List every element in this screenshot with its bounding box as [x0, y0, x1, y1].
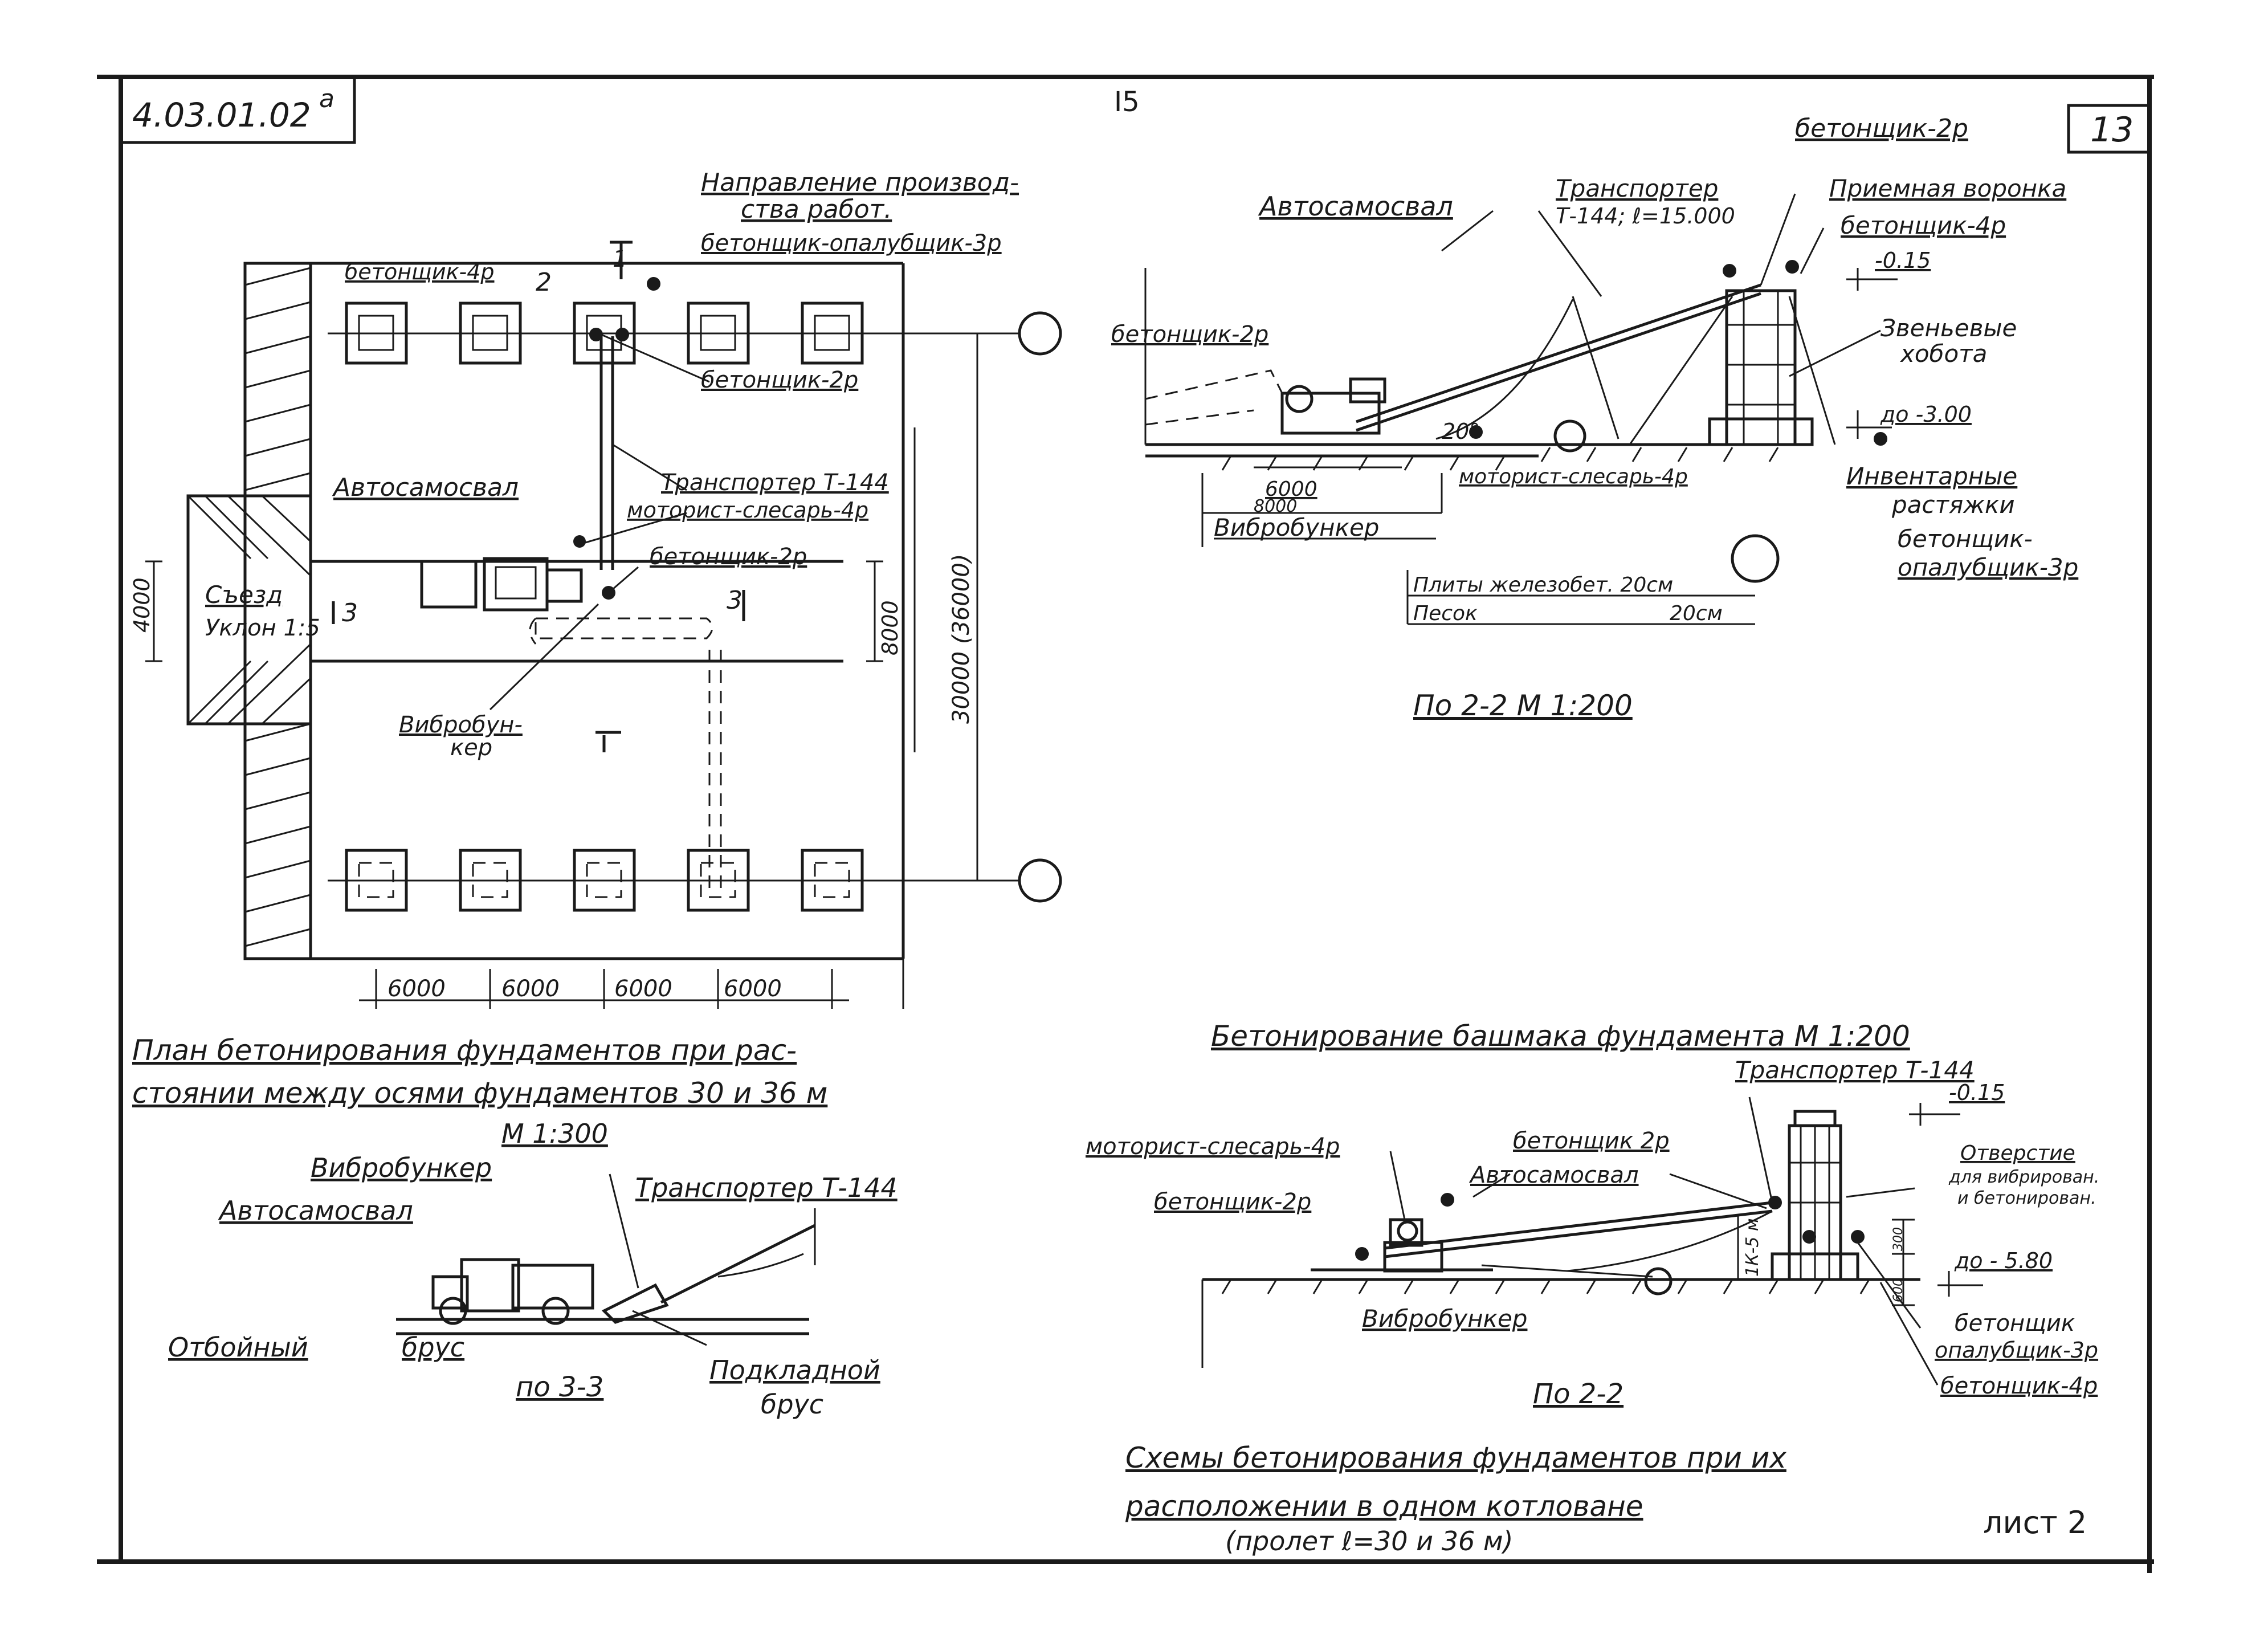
plan-direction-line2: ства работ. — [741, 195, 892, 224]
plan-title-line1: План бетонирования фундаментов при рас- — [132, 1034, 797, 1067]
plan-dim-4000: 4000 — [129, 577, 154, 633]
shoe-label-opening-line2: для вибрирован. — [1948, 1167, 2099, 1187]
shoe-label-opening-line3: и бетонирован. — [1957, 1188, 2096, 1208]
s22top-label-hopper: Приемная воронка — [1829, 174, 2066, 202]
plan-section-mark-2: 2 — [536, 268, 552, 297]
sheet-number: 13 — [2090, 110, 2134, 150]
s22top-label-autotruck: Автосамосвал — [1258, 191, 1453, 222]
section-shoe-drawing — [1201, 1097, 1983, 1386]
s22top-label-trunks-line1: Звеньевые — [1881, 314, 2017, 342]
plan-dim-bottom-1: 6000 — [387, 976, 446, 1002]
shoe-level-bottom: до - 5.80 — [1954, 1248, 2053, 1273]
plan-section-mark-3-left: 3 — [342, 598, 358, 628]
plan-dim-8000: 8000 — [878, 600, 903, 655]
s33-label-pad-line1: Подкладной — [709, 1355, 880, 1386]
plan-label-vibro-line2: кер — [450, 735, 492, 761]
shoe-caption: По 2-2 — [1533, 1378, 1624, 1410]
s22top-dim-8000: 8000 — [1254, 496, 1297, 516]
plan-label-slope: Уклон 1:5 — [205, 615, 320, 641]
shoe-label-transporter: Транспортер Т-144 — [1735, 1056, 1975, 1084]
s22top-label-sand: Песок — [1413, 602, 1478, 625]
shoe-label-motorist: моторист-слесарь-4р — [1086, 1134, 1340, 1160]
shoe-label-worker-2p-top: бетонщик 2р — [1513, 1128, 1670, 1154]
plan-drawing — [145, 241, 1062, 1009]
plan-worker-left-top: бетонщик-4р — [345, 259, 495, 284]
shoe-label-worker-form-line1: бетонщик — [1955, 1310, 2075, 1337]
plan-worker-low: бетонщик-2р — [650, 544, 807, 570]
plan-dim-bottom-4: 6000 — [724, 976, 782, 1002]
s22top-level-bottom: до -3.00 — [1880, 402, 1972, 427]
s22top-label-slabs: Плиты железобет. 20см — [1413, 573, 1673, 597]
plan-worker-mid: бетонщик-2р — [701, 367, 858, 393]
s22top-label-vibro: Вибробункер — [1214, 514, 1379, 541]
plan-section-mark-3-right: 3 — [727, 586, 743, 615]
list-label: лист 2 — [1983, 1505, 2087, 1541]
s22top-label-transporter-line2: Т-144; ℓ=15.000 — [1556, 203, 1735, 229]
s22top-label-motorist: моторист-слесарь-4р — [1459, 465, 1688, 488]
plan-title-line2: стоянии между осями фундаментов 30 и 36 … — [132, 1077, 827, 1110]
shoe-dim-300: 300 — [1891, 1227, 1906, 1251]
s33-label-autotruck: Автосамосвал — [218, 1195, 413, 1226]
plan-dim-bottom-3: 6000 — [614, 976, 672, 1002]
s33-label-vibro: Вибробункер — [311, 1152, 492, 1183]
page-number: I5 — [1114, 86, 1140, 118]
shoe-level-top: -0.15 — [1949, 1080, 2005, 1105]
s22top-label-worker-form-line1: бетонщик- — [1898, 525, 2033, 553]
s33-label-transporter: Транспортер Т-144 — [635, 1172, 898, 1203]
main-title-line1: Схемы бетонирования фундаментов при их — [1125, 1441, 1786, 1474]
s22top-label-transporter-line1: Транспортер — [1556, 174, 1718, 202]
plan-label-motorist: моторист-слесарь-4р — [627, 498, 868, 523]
shoe-label-autotruck: Автосамосвал — [1469, 1162, 1639, 1188]
shoe-dim-1k: 1К-5 м — [1743, 1219, 1763, 1277]
plan-label-autotruck: Автосамосвал — [332, 473, 519, 502]
s22top-caption: По 2-2 М 1:200 — [1413, 689, 1633, 722]
doc-code-sup: а — [319, 84, 335, 113]
sheet-frame — [97, 75, 2154, 1573]
s22top-label-trunks-line2: хобота — [1899, 340, 1987, 368]
shoe-dim-600: 600 — [1891, 1278, 1906, 1302]
plan-section-mark-1: 1 — [613, 246, 627, 272]
s22top-angle: 20° — [1442, 419, 1480, 444]
plan-label-ramp: Съезд — [205, 581, 283, 609]
s22top-label-worker-top: бетонщик-2р — [1795, 114, 1968, 143]
plan-direction-line1: Направление производ- — [701, 168, 1019, 197]
s22top-label-worker-form-line2: опалубщик-3р — [1898, 553, 2078, 581]
plan-dim-span: 30000 (36000) — [948, 554, 974, 724]
shoe-title: Бетонирование башмака фундамента М 1:200 — [1211, 1020, 1910, 1053]
s22top-label-braces-line1: Инвентарные — [1846, 462, 2017, 490]
s33-label-bump: Отбойный — [168, 1332, 308, 1363]
plan-dim-bottom-2: 6000 — [501, 976, 560, 1002]
plan-label-vibro-line1: Вибробун- — [399, 712, 523, 738]
shoe-label-worker-form-line2: опалубщик-3р — [1935, 1338, 2098, 1363]
s22top-label-worker-left: бетонщик-2р — [1111, 321, 1268, 348]
shoe-label-vibro: Вибробункер — [1362, 1305, 1527, 1333]
s22top-label-worker-4p: бетонщик-4р — [1841, 211, 2006, 239]
s22top-dim-6000: 6000 — [1265, 478, 1317, 501]
s33-label-pad-line2: брус — [761, 1389, 823, 1420]
s22top-level-top: -0.15 — [1875, 248, 1931, 273]
main-title-line2: расположении в одном котловане — [1125, 1490, 1643, 1523]
main-title-line3: (пролет ℓ=30 и 36 м) — [1225, 1526, 1514, 1557]
plan-label-transporter: Транспортер Т-144 — [661, 470, 889, 496]
s22top-label-braces-line2: растяжки — [1891, 491, 2015, 519]
plan-title-line3: М 1:300 — [501, 1118, 608, 1149]
shoe-label-opening-line1: Отверстие — [1960, 1142, 2075, 1165]
plan-worker-top: бетонщик-опалубщик-3р — [701, 230, 1002, 256]
s33-caption: по 3-3 — [516, 1371, 603, 1403]
shoe-label-worker-left: бетонщик-2р — [1154, 1189, 1311, 1215]
section-33-drawing — [396, 1174, 816, 1346]
doc-code: 4.03.01.02 — [132, 96, 311, 135]
shoe-label-worker-4p: бетонщик-4р — [1940, 1373, 2098, 1399]
section-22-top-drawing — [1144, 193, 1898, 625]
s22top-label-sand-value: 20см — [1670, 602, 1723, 625]
s33-label-beam: брус — [402, 1332, 464, 1363]
